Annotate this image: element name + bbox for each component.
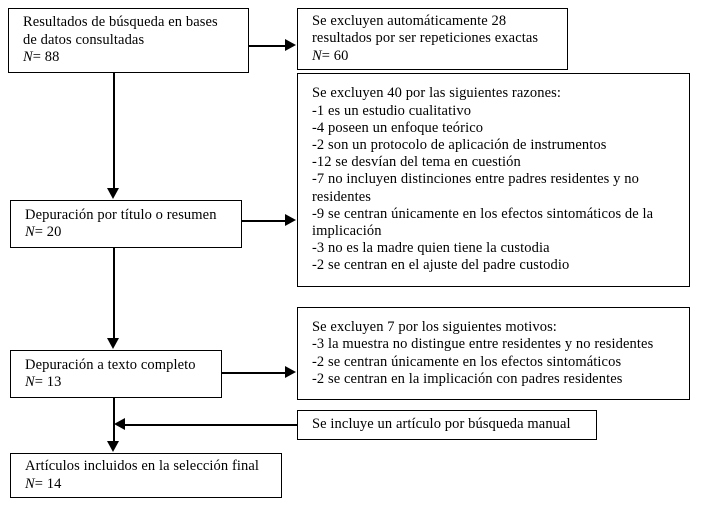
connector-title-screening-to-fulltext-line <box>113 248 115 339</box>
excluded-40-line-6: residentes <box>312 188 371 205</box>
connector-search-to-title-screening-line <box>113 73 115 189</box>
excluded-7-line-2: -2 se centran únicamente en los efectos … <box>312 353 622 370</box>
excluded-40-line-3: -2 son un protocolo de aplicación de ins… <box>312 136 607 153</box>
manual-search-box: Se incluye un artículo por búsqueda manu… <box>297 410 597 440</box>
manual-search-line-0: Se incluye un artículo por búsqueda manu… <box>312 416 571 433</box>
final-selection-box: Artículos incluidos en la selección fina… <box>10 453 282 498</box>
excluded-40-line-4: -12 se desvían del tema en cuestión <box>312 154 521 171</box>
auto-excluded-count: N= 60 <box>298 48 567 66</box>
arrow-search-to-title-screening <box>107 188 119 199</box>
title-screening-count-value: = 20 <box>34 224 62 240</box>
fulltext-screening-count: N= 13 <box>11 374 221 392</box>
title-screening-count-label: N <box>25 224 35 240</box>
excluded-7-line-0: Se excluyen 7 por los siguientes motivos… <box>312 319 557 336</box>
title-abstract-screening-box: Depuración por título o resumen N= 20 <box>10 200 242 248</box>
excluded-40-box: Se excluyen 40 por las siguientes razone… <box>297 73 690 287</box>
excluded-40-line-5: -7 no incluyen distinciones entre padres… <box>312 171 639 188</box>
excluded-40-line-8: implicación <box>312 223 382 239</box>
excluded-7-line-1: -3 la muestra no distingue entre residen… <box>312 336 654 353</box>
auto-excluded-line-0: Se excluyen automáticamente 28 <box>312 12 507 29</box>
fulltext-screening-count-label: N <box>25 374 35 390</box>
excluded-40-line-0: Se excluyen 40 por las siguientes razone… <box>312 85 562 102</box>
final-selection-count: N= 14 <box>11 476 281 494</box>
search-results-line-0: Resultados de búsqueda en bases <box>23 14 218 31</box>
auto-excluded-line-1: resultados por ser repeticiones exactas <box>312 30 539 47</box>
fulltext-screening-box: Depuración a texto completo N= 13 <box>10 350 222 398</box>
arrow-manual-search-to-final-path <box>114 418 125 430</box>
fulltext-screening-count-value: = 13 <box>34 374 62 390</box>
final-selection-count-value: = 14 <box>34 475 62 492</box>
arrow-search-to-auto-excluded <box>285 39 296 51</box>
excluded-7-line-3: -2 se centran en la implicación con padr… <box>312 370 623 387</box>
fulltext-screening-line-0: Depuración a texto completo <box>25 356 196 373</box>
arrow-title-screening-to-excluded-40 <box>285 214 296 226</box>
auto-excluded-count-value: = 60 <box>321 47 349 64</box>
excluded-7-box: Se excluyen 7 por los siguientes motivos… <box>297 307 690 400</box>
connector-title-screening-to-excluded-40-line <box>242 220 287 222</box>
excluded-40-line-10: -2 se centran en el ajuste del padre cus… <box>312 257 570 274</box>
search-results-box: Resultados de búsqueda en bases de datos… <box>8 8 249 73</box>
connector-manual-search-to-final-path-line <box>125 424 297 426</box>
final-selection-line-0: Artículos incluidos en la selección fina… <box>25 458 260 474</box>
search-results-count-value: = 88 <box>32 49 60 66</box>
auto-excluded-box: Se excluyen automáticamente 28 resultado… <box>297 8 568 70</box>
connector-fulltext-to-excluded-7-line <box>222 372 287 374</box>
search-results-line-1: de datos consultadas <box>23 31 145 48</box>
excluded-40-line-9: -3 no es la madre quien tiene la custodi… <box>312 240 550 257</box>
title-screening-count: N= 20 <box>11 224 241 242</box>
excluded-40-line-1: -1 es un estudio cualitativo <box>312 102 472 119</box>
arrow-fulltext-to-excluded-7 <box>285 366 296 378</box>
search-results-count: N= 88 <box>9 49 248 67</box>
title-screening-line-0: Depuración por título o resumen <box>25 206 217 223</box>
excluded-40-line-2: -4 poseen un enfoque teórico <box>312 119 484 136</box>
connector-search-to-auto-excluded-line <box>249 45 287 47</box>
excluded-40-line-7: -9 se centran únicamente en los efectos … <box>312 205 654 222</box>
arrow-fulltext-to-final <box>107 441 119 452</box>
search-results-count-label: N <box>23 49 33 66</box>
final-selection-count-label: N <box>25 475 35 492</box>
arrow-title-screening-to-fulltext <box>107 338 119 349</box>
auto-excluded-count-label: N <box>312 47 322 64</box>
